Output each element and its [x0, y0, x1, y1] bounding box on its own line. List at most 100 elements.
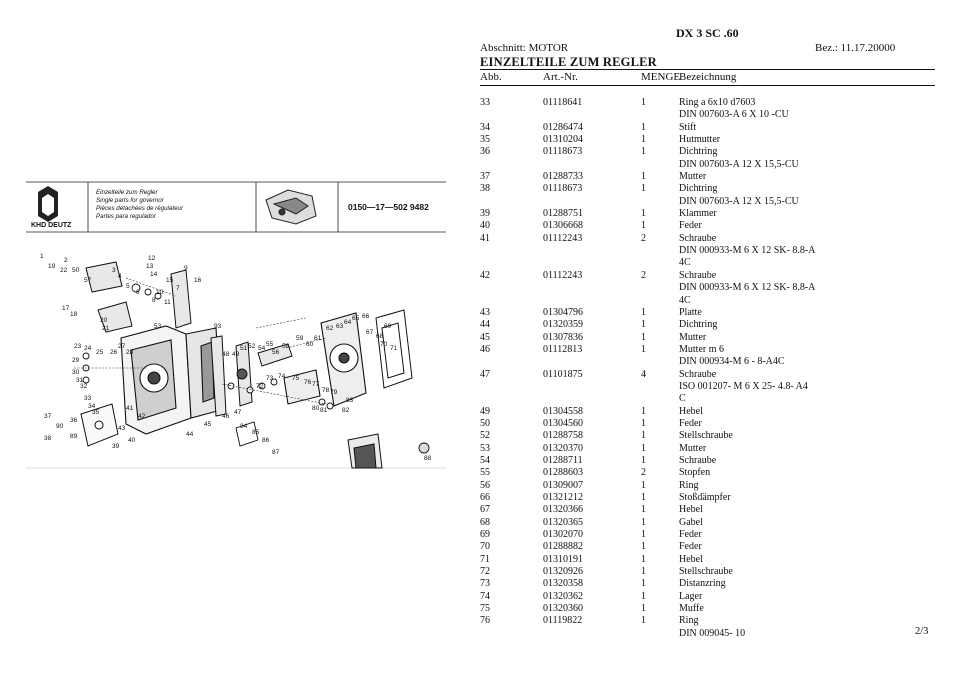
- part-art-nr: 01320360: [543, 603, 583, 615]
- callout-number: 84: [240, 423, 248, 430]
- part-qty: 1: [641, 430, 646, 442]
- section-label: Abschnitt: MOTOR: [480, 42, 569, 54]
- callout-number: 73: [266, 375, 274, 382]
- part-qty: 1: [641, 146, 646, 158]
- part-qty: 1: [641, 553, 646, 565]
- part-art-nr: 01119822: [543, 615, 583, 627]
- callout-number: 86: [262, 437, 270, 444]
- part-abb: 46: [480, 343, 490, 355]
- part-description: Ring a 6x10 d7603: [679, 97, 756, 108]
- part-art-nr: 01310204: [543, 134, 583, 146]
- callout-number: 57: [84, 277, 92, 284]
- callout-number: 16: [194, 277, 202, 284]
- drawing-code: 0150—17—502 9482: [348, 202, 429, 212]
- callout-number: 66: [362, 313, 370, 320]
- part-art-nr: 01101875: [543, 368, 583, 380]
- column-header-bezeichnung: Bezeichnung: [679, 71, 737, 83]
- callout-number: 1: [40, 253, 44, 260]
- part-description: Hebel: [679, 553, 703, 565]
- callout-number: 8: [152, 297, 156, 304]
- callout-number: 43: [118, 425, 126, 432]
- part-description: Stift: [679, 121, 697, 133]
- part-art-nr: 01112243: [543, 232, 583, 244]
- part-art-nr: 01288758: [543, 430, 583, 442]
- callout-number: 80: [312, 405, 320, 412]
- part-description: Hebel: [679, 504, 703, 516]
- callout-number: 41: [126, 405, 134, 412]
- callout-number: 19: [48, 263, 56, 270]
- part-qty: 1: [641, 319, 646, 331]
- part-qty: 1: [641, 306, 646, 318]
- callout-number: 85: [252, 429, 260, 436]
- callout-number: 67: [366, 329, 374, 336]
- table-row: DIN 000934-M 6 - 8-A4C: [480, 356, 935, 368]
- part-art-nr: 01310191: [543, 553, 583, 565]
- part-abb: 39: [480, 208, 490, 220]
- part-description: 4C: [679, 294, 691, 306]
- part-abb: 75: [480, 603, 490, 615]
- part-abb: 72: [480, 566, 490, 578]
- part-art-nr: 01286474: [543, 121, 583, 133]
- part-qty: 1: [641, 405, 646, 417]
- part-abb: 36: [480, 146, 490, 158]
- part-qty: 1: [641, 504, 646, 516]
- part-art-nr: 01306668: [543, 220, 583, 232]
- callout-number: 30: [72, 369, 80, 376]
- part-description: Stoßdämpfer: [679, 492, 731, 503]
- part-art-nr: 01320366: [543, 504, 583, 516]
- callout-number: 39: [112, 443, 120, 450]
- callout-number: 47: [234, 409, 242, 416]
- part-art-nr: 01304796: [543, 306, 583, 318]
- callout-number: 9: [184, 265, 188, 272]
- table-row: DIN 000933-M 6 X 12 SK- 8.8-A: [480, 245, 935, 257]
- part-art-nr: 01304558: [543, 405, 583, 417]
- callout-number: 55: [266, 341, 274, 348]
- part-abb: 40: [480, 220, 490, 232]
- part-qty: 1: [641, 615, 646, 627]
- callout-number: 74: [278, 373, 286, 380]
- callout-number: 36: [70, 417, 78, 424]
- bez-label: Bez.: 11.17.20000: [815, 42, 896, 54]
- callout-number: 25: [96, 349, 104, 356]
- callout-number: 13: [146, 263, 154, 270]
- callout-number: 68: [376, 333, 384, 340]
- callout-number: 64: [344, 319, 352, 326]
- callout-number: 7: [176, 285, 180, 292]
- document-title: DX 3 SC .60: [676, 26, 739, 40]
- part-abb: 33: [480, 97, 490, 108]
- callout-number: 27: [118, 343, 126, 350]
- callout-number: 53: [154, 323, 162, 330]
- part-art-nr: 01320926: [543, 566, 583, 578]
- gasket: [375, 309, 413, 389]
- part-qty: 1: [641, 331, 646, 343]
- part-art-nr: 01112243: [543, 269, 583, 281]
- drawing-caption-en: Single parts for governor: [96, 197, 164, 204]
- part-description: Schraube: [679, 232, 717, 244]
- callout-number: 17: [62, 305, 70, 312]
- part-art-nr: 01320359: [543, 319, 583, 331]
- part-description: DIN 000933-M 6 X 12 SK- 8.8-A: [679, 282, 816, 294]
- part-abb: 45: [480, 331, 490, 343]
- part-qty: 1: [641, 343, 646, 355]
- part-abb: 56: [480, 479, 490, 491]
- header-rule: [480, 69, 935, 70]
- table-row: DIN 000933-M 6 X 12 SK- 8.8-A: [480, 282, 935, 294]
- part-description: Hebel: [679, 405, 703, 417]
- callout-number: 82: [342, 407, 350, 414]
- callout-number: 44: [186, 431, 194, 438]
- part-abb: 37: [480, 171, 490, 183]
- table-row: 4C: [480, 257, 935, 269]
